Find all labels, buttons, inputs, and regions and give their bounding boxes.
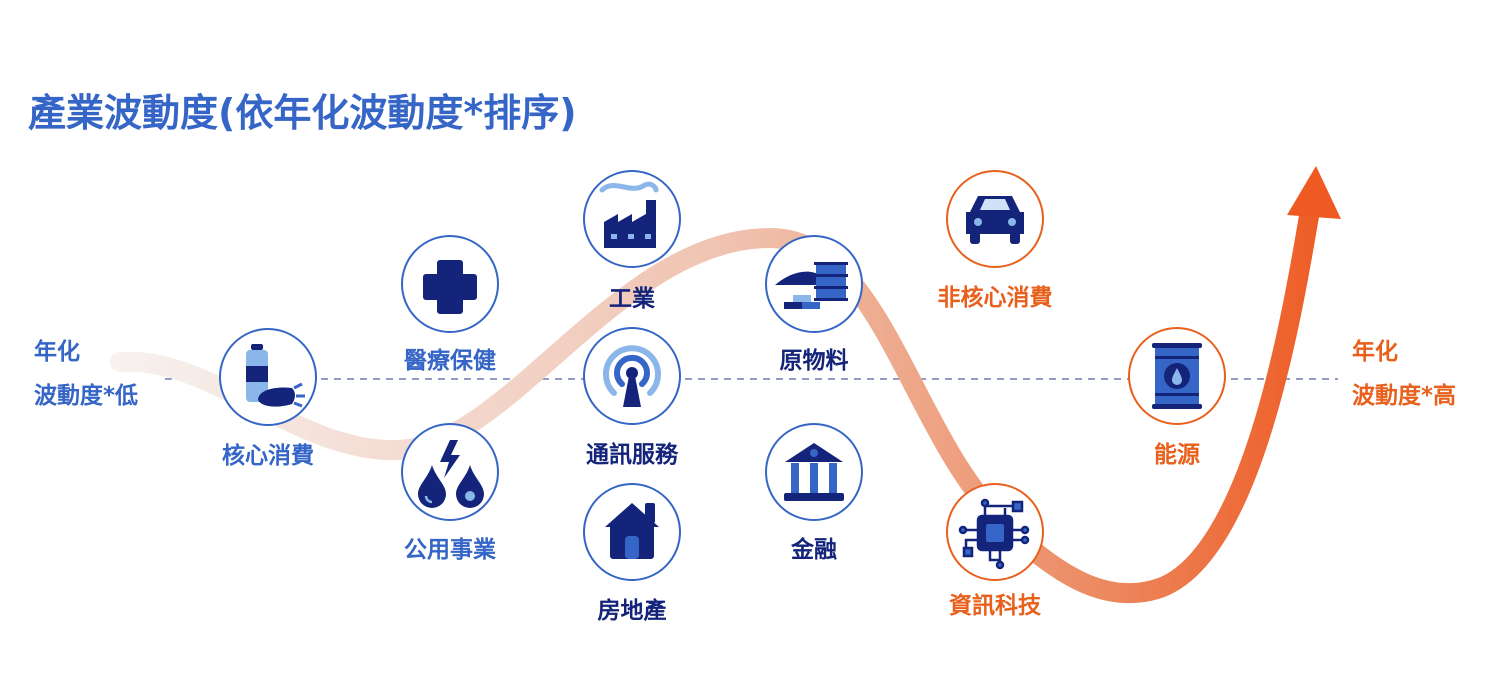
bottle-carrot-icon [246,344,305,408]
sector-label-healthcare: 醫療保健 [404,348,496,374]
house-icon [605,503,659,559]
sector-label-discretionary: 非核心消費 [937,285,1053,311]
oil-barrel-icon [1152,343,1202,409]
high-label-line2: 波動度*高 [1352,383,1457,409]
circle-utilities [401,423,499,521]
sector-label-industrials: 工業 [609,286,655,312]
utilities-icon [418,440,484,508]
sector-label-communication: 通訊服務 [586,442,678,468]
car-icon [966,196,1024,244]
medical-cross-icon [423,260,477,314]
chip-icon [958,498,1030,570]
low-label-line2: 波動度*低 [34,383,139,409]
arrow-head [1287,166,1341,219]
sector-label-real-estate: 房地產 [597,598,667,624]
sector-label-materials: 原物料 [779,348,849,374]
high-volatility-label: 年化 波動度*高 [1352,330,1456,418]
sector-label-energy: 能源 [1154,442,1200,468]
sector-label-financials: 金融 [791,537,837,563]
factory-icon [599,181,659,248]
sector-label-it: 資訊科技 [949,593,1041,619]
sector-label-core-consumer: 核心消費 [222,443,314,469]
high-label-line1: 年化 [1352,339,1398,365]
low-label-line1: 年化 [34,339,80,365]
page-title: 產業波動度(依年化波動度*排序) [28,91,577,135]
bank-icon [784,443,844,501]
sector-label-utilities: 公用事業 [404,537,496,563]
volatility-wave [110,200,1320,604]
raw-materials-icon [775,262,848,309]
antenna-icon [603,345,661,407]
low-volatility-label: 年化 波動度*低 [34,330,138,418]
